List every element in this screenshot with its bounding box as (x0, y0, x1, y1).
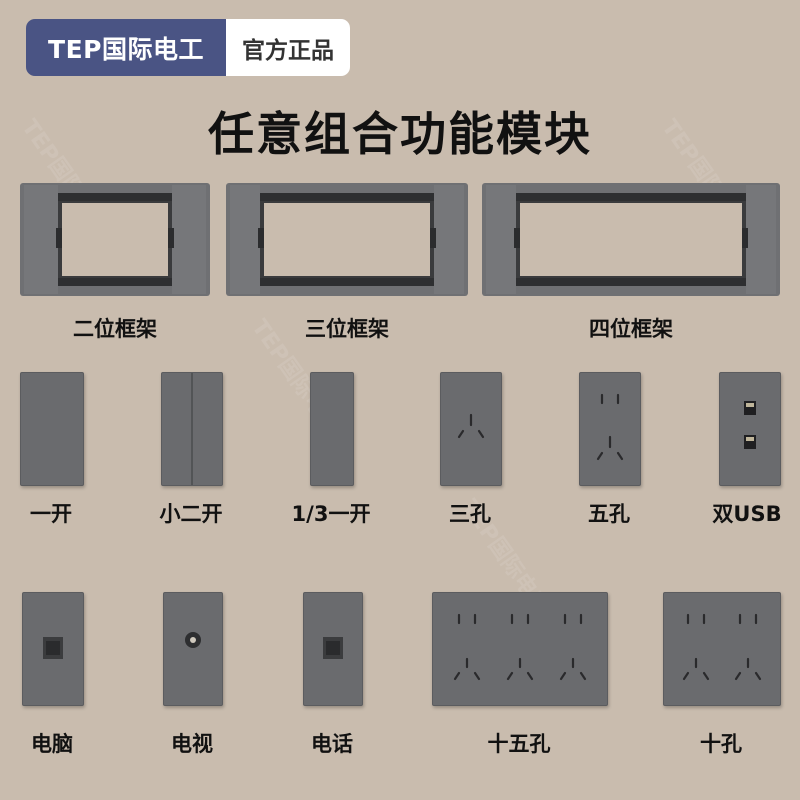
network-port-icon (43, 637, 63, 659)
brand-badge: TEP国际电工 官方正品 (26, 19, 350, 76)
frame-4-gang[interactable] (482, 183, 780, 296)
phone-port-icon (323, 637, 343, 659)
module-label: 1/3一开 (291, 502, 371, 526)
coax-port-icon (185, 632, 201, 648)
frame-label: 四位框架 (589, 317, 673, 341)
fifteen-hole-socket-icon (453, 613, 587, 681)
page-title: 任意组合功能模块 (208, 107, 592, 161)
module-label: 电脑 (31, 732, 73, 756)
three-hole-socket-icon (457, 413, 485, 439)
usb-port-icon (744, 401, 756, 449)
frame-3-gang[interactable] (226, 183, 468, 296)
module-label: 电话 (311, 732, 353, 756)
phone-socket-module[interactable] (303, 592, 363, 706)
tv-socket-module[interactable] (163, 592, 223, 706)
module-label: 十孔 (700, 732, 742, 756)
dual-usb-module[interactable] (719, 372, 781, 486)
frame-label: 三位框架 (305, 317, 389, 341)
module-label: 一开 (30, 502, 72, 526)
five-hole-socket-module[interactable] (579, 372, 641, 486)
three-hole-socket-module[interactable] (440, 372, 502, 486)
fifteen-hole-socket-module[interactable] (432, 592, 608, 706)
module-label: 小二开 (159, 502, 223, 526)
module-label: 双USB (712, 502, 782, 526)
ten-hole-socket-module[interactable] (663, 592, 781, 706)
module-label: 三孔 (449, 502, 491, 526)
brand-name: TEP国际电工 (26, 19, 226, 76)
module-label: 五孔 (588, 502, 630, 526)
authentic-tag: 官方正品 (226, 19, 350, 76)
frame-2-gang[interactable] (20, 183, 210, 296)
double-switch-module[interactable] (161, 372, 223, 486)
module-label: 十五孔 (487, 732, 551, 756)
computer-socket-module[interactable] (22, 592, 84, 706)
third-switch-module[interactable] (310, 372, 354, 486)
module-label: 电视 (171, 732, 213, 756)
single-switch-module[interactable] (20, 372, 84, 486)
frame-label: 二位框架 (73, 317, 157, 341)
five-hole-socket-icon (596, 393, 624, 461)
ten-hole-socket-icon (682, 613, 762, 681)
